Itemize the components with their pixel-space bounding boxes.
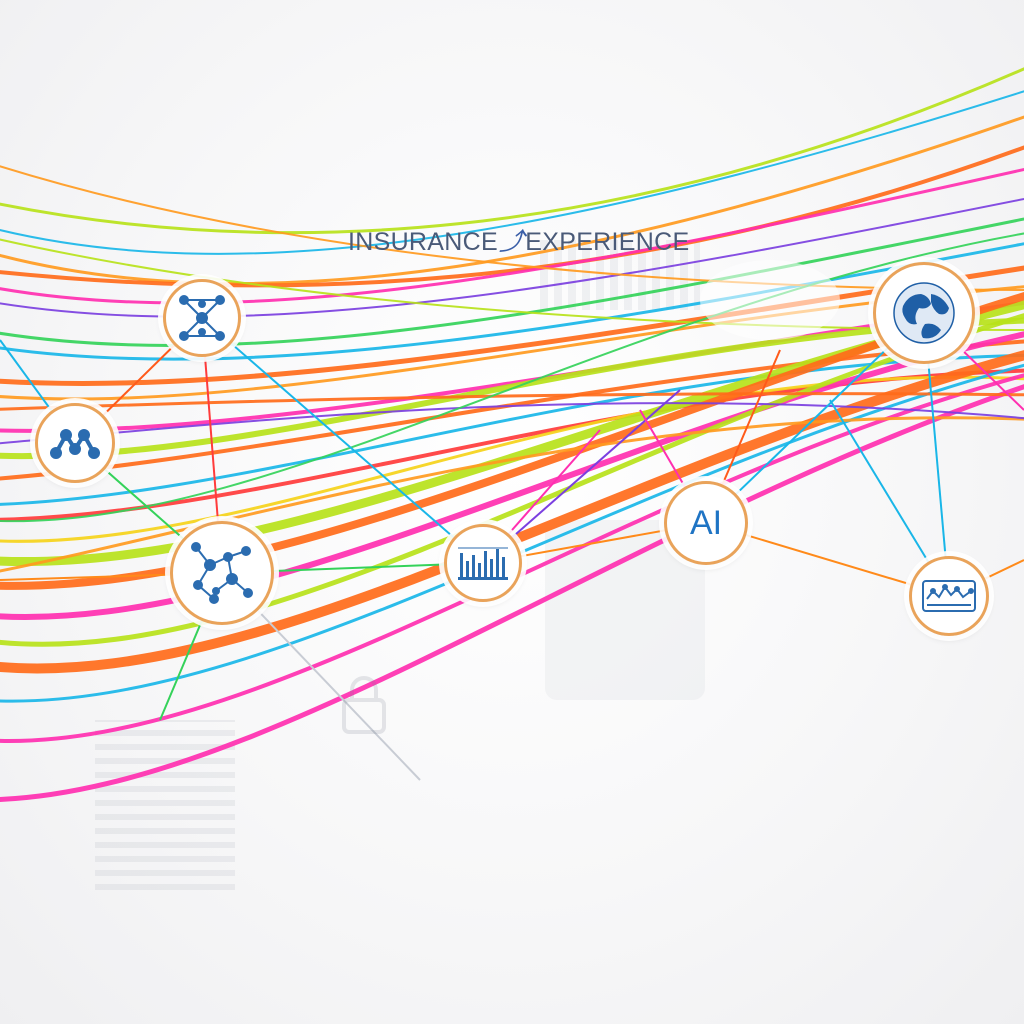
dashboard-node[interactable] (909, 556, 989, 636)
color-stream (0, 197, 1024, 318)
molecule-cluster-node[interactable] (163, 279, 241, 357)
molecule-cluster-icon (179, 295, 225, 341)
color-stream (0, 265, 1024, 386)
page-title: INSURANCE⤴EXPERIENCE (348, 222, 708, 258)
ai-text-icon: AI (689, 503, 723, 542)
network-graph-node[interactable] (170, 521, 274, 625)
color-stream (0, 416, 1024, 573)
network-graph-icon (191, 542, 253, 604)
connector-line (201, 317, 484, 564)
color-stream (0, 373, 1024, 743)
title-right: EXPERIENCE (525, 228, 690, 256)
color-stream (0, 285, 1024, 401)
connector-line (705, 522, 950, 597)
title-left: INSURANCE (348, 228, 498, 256)
color-stream (0, 67, 1024, 235)
bar-chart-icon (458, 547, 508, 580)
color-stream (0, 339, 1024, 481)
color-stream (0, 392, 1024, 411)
ai-node[interactable]: AI (664, 481, 748, 565)
color-stream (0, 145, 1024, 288)
color-stream (0, 165, 1024, 291)
color-stream (0, 167, 1024, 305)
bar-chart-node[interactable] (444, 524, 522, 602)
color-stream (0, 292, 1024, 590)
ghost-lock-icon (342, 676, 386, 734)
color-stream (0, 238, 1024, 331)
color-stream (0, 300, 1024, 567)
color-stream (0, 90, 1024, 255)
color-stream (0, 232, 1024, 523)
color-streams (0, 67, 1024, 802)
color-stream (0, 217, 1024, 347)
color-stream (0, 331, 1024, 620)
globe-node[interactable] (873, 262, 975, 364)
color-stream (0, 115, 1024, 285)
dashboard-icon (922, 580, 976, 612)
color-stream (0, 375, 1024, 543)
color-stream (0, 353, 1024, 506)
chain-link-node[interactable] (35, 403, 115, 483)
connector-line (482, 389, 681, 564)
ghost-building (95, 720, 235, 890)
light-glow (700, 260, 840, 340)
chain-link-icon (50, 429, 100, 459)
globe-icon (893, 282, 955, 344)
color-stream (0, 242, 1024, 361)
title-separator: ⤴ (498, 228, 525, 256)
